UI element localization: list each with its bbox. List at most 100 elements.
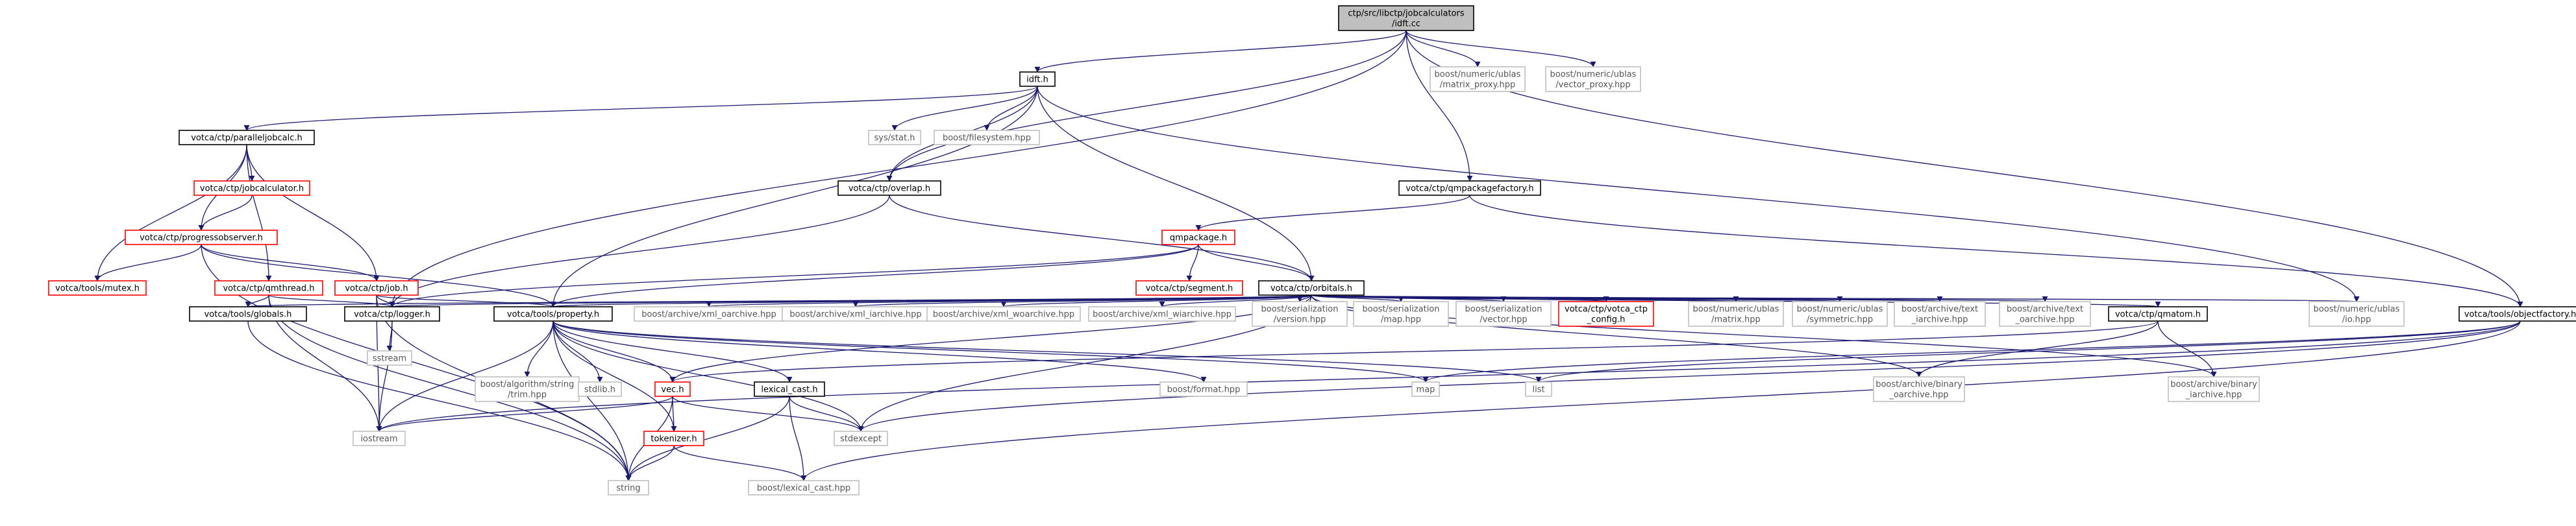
dependency-edge-root-to-ublas_matrix_proxy — [1406, 30, 1481, 67]
node-orbitals[interactable]: votca/ctp/orbitals.h — [1258, 280, 1365, 296]
dependency-edge-globals-to-string — [247, 320, 632, 481]
node-text-oarchive[interactable]: boost/archive/text_oarchive.hpp — [1999, 301, 2091, 327]
node-box — [493, 306, 613, 322]
dependency-edge-paralleljobcalc-to-job — [246, 144, 380, 281]
node-box — [1894, 301, 1986, 327]
node-ublas-io[interactable]: boost/numeric/ublas/io.hpp — [2309, 301, 2405, 327]
dependency-edge-lexical_cast_h-to-string — [625, 396, 790, 481]
node-mutex[interactable]: votca/tools/mutex.h — [48, 280, 147, 296]
node-job[interactable]: votca/ctp/job.h — [334, 280, 419, 296]
node-binary-oarchive[interactable]: boost/archive/binary_oarchive.hpp — [1873, 376, 1965, 402]
node-string[interactable]: string — [608, 480, 649, 496]
node-iostream[interactable]: iostream — [353, 431, 406, 446]
node-xml-oarchive[interactable]: boost/archive/xml_oarchive.hpp — [634, 306, 784, 322]
node-ublas-symmetric[interactable]: boost/numeric/ublas/symmetric.hpp — [1792, 301, 1888, 327]
node-logger[interactable]: votca/ctp/logger.h — [344, 306, 440, 322]
node-xml-woarchive[interactable]: boost/archive/xml_woarchive.hpp — [926, 306, 1081, 322]
node-xml-wiarchive[interactable]: boost/archive/xml_wiarchive.hpp — [1088, 306, 1236, 322]
node-progressobserver[interactable]: votca/ctp/progressobserver.h — [125, 230, 278, 245]
node-label: boost/numeric/ublas — [1550, 70, 1637, 80]
node-qmatom[interactable]: votca/ctp/qmatom.h — [2108, 306, 2208, 322]
node-idft[interactable]: idft.h — [1019, 71, 1056, 87]
dependency-edge-progressobserver-to-mutex — [94, 244, 202, 281]
node-ublas-matrix[interactable]: boost/numeric/ublas/matrix.hpp — [1688, 301, 1784, 327]
node-label: votca/ctp/job.h — [345, 284, 408, 294]
node-votca-ctp-config[interactable]: votca/ctp/votca_ctp_config.h — [1558, 301, 1654, 327]
node-label: boost/archive/text — [2007, 305, 2083, 315]
node-label: _oarchive.hpp — [1889, 390, 1948, 400]
node-vec[interactable]: vec.h — [654, 381, 691, 397]
node-label: boost/archive/xml_wiarchive.hpp — [1093, 310, 1232, 320]
node-label: iostream — [360, 435, 397, 444]
node-label: ctp/src/libctp/jobcalculators — [1348, 9, 1464, 19]
node-label: /matrix_proxy.hpp — [1440, 80, 1516, 90]
node-binary-iarchive[interactable]: boost/archive/binary_iarchive.hpp — [2168, 376, 2260, 402]
dependency-edge-qmthread-to-string — [268, 294, 632, 481]
node-sysstat[interactable]: sys/stat.h — [868, 130, 921, 145]
node-ser-map[interactable]: boost/serialization/map.hpp — [1353, 301, 1449, 327]
node-property[interactable]: votca/tools/property.h — [493, 306, 613, 322]
node-box — [1398, 180, 1541, 196]
node-label: /idft.cc — [1392, 19, 1420, 29]
dependency-edge-property-to-vec — [552, 320, 676, 383]
node-label: boost/archive/text — [1901, 305, 1978, 315]
node-label: boost/archive/xml_iarchive.hpp — [789, 310, 921, 320]
node-gmpackagefactory[interactable]: votca/ctp/qmpackagefactory.h — [1398, 180, 1541, 196]
dependency-edge-qmthread-to-logger — [268, 294, 395, 307]
node-text-iarchive[interactable]: boost/archive/text_iarchive.hpp — [1894, 301, 1986, 327]
dependency-edge-objectfactory-to-stdexcept — [858, 320, 2521, 432]
node-ublas-vector-proxy[interactable]: boost/numeric/ublas/vector_proxy.hpp — [1545, 66, 1641, 92]
node-globals[interactable]: votca/tools/globals.h — [189, 306, 307, 322]
node-box — [608, 480, 649, 496]
node-segment[interactable]: votca/ctp/segment.h — [1135, 280, 1243, 296]
dependency-edge-root-to-ublas_vector_proxy — [1406, 30, 1596, 67]
node-jobcalculator[interactable]: votca/ctp/jobcalculator.h — [193, 180, 310, 196]
node-list[interactable]: list — [1525, 381, 1552, 397]
node-algorithm-trim[interactable]: boost/algorithm/string/trim.hpp — [475, 376, 580, 402]
dependency-edge-orbitals-to-qmatom — [1311, 294, 2161, 307]
node-box — [926, 306, 1081, 322]
node-lexical-cast-h[interactable]: lexical_cast.h — [754, 381, 825, 397]
node-ser-vector[interactable]: boost/serialization/vector.hpp — [1455, 301, 1552, 327]
node-box — [934, 130, 1040, 145]
node-overlap[interactable]: votca/ctp/overlap.h — [837, 180, 941, 196]
node-box — [578, 381, 622, 397]
node-format[interactable]: boost/format.hpp — [1159, 381, 1248, 397]
dependency-edge-progressobserver-to-job — [201, 244, 380, 281]
node-box — [1455, 301, 1552, 327]
node-stdlib[interactable]: stdlib.h — [578, 381, 622, 397]
node-label: boost/numeric/ublas — [2314, 305, 2400, 315]
node-label: stdexcept — [840, 435, 882, 444]
node-qmthread[interactable]: votca/ctp/qmthread.h — [214, 280, 323, 296]
node-label: tokenizer.h — [650, 435, 697, 444]
dependency-edge-objectfactory-to-iostream — [376, 320, 2521, 432]
node-label: boost/archive/xml_oarchive.hpp — [641, 310, 776, 320]
node-stdexcept[interactable]: stdexcept — [834, 431, 888, 446]
node-objectfactory[interactable]: votca/tools/objectfactory.h — [2458, 306, 2576, 322]
node-lexical-cast-hpp[interactable]: boost/lexical_cast.hpp — [748, 480, 860, 496]
node-box — [1338, 5, 1474, 31]
dependency-edge-tokenizer-to-lexical_cast_hpp — [673, 445, 807, 481]
node-label: boost/filesystem.hpp — [943, 134, 1031, 143]
dependency-edge-progressobserver-to-property — [201, 244, 556, 307]
node-label: votca/ctp/qmpackagefactory.h — [1406, 184, 1533, 194]
dependency-edge-qmpackage-to-segment — [1186, 244, 1199, 281]
node-paralleljobcalc[interactable]: votca/ctp/paralleljobcalc.h — [179, 130, 315, 145]
dependency-edge-orbitals-to-xml_wiarchive — [1159, 294, 1312, 307]
dependency-edge-logger-to-iostream — [376, 320, 393, 432]
node-xml-iarchive[interactable]: boost/archive/xml_iarchive.hpp — [782, 306, 930, 322]
node-filesystem[interactable]: boost/filesystem.hpp — [934, 130, 1040, 145]
node-box — [1159, 381, 1248, 397]
dependency-edge-idft-to-paralleljobcalc — [243, 86, 1038, 131]
node-box — [643, 431, 704, 446]
node-ser-version[interactable]: boost/serialization/version.hpp — [1252, 301, 1348, 327]
node-label: sstream — [373, 354, 406, 364]
dependency-edge-tokenizer-to-string — [625, 445, 675, 481]
node-tokenizer[interactable]: tokenizer.h — [643, 431, 704, 446]
node-root[interactable]: ctp/src/libctp/jobcalculators/idft.cc — [1338, 5, 1474, 31]
node-label: _iarchive.hpp — [1911, 315, 1968, 325]
node-sstream[interactable]: sstream — [367, 350, 412, 366]
node-qmpackage[interactable]: qmpackage.h — [1161, 230, 1235, 245]
node-ublas-matrix-proxy[interactable]: boost/numeric/ublas/matrix_proxy.hpp — [1430, 66, 1526, 92]
node-map[interactable]: map — [1411, 381, 1440, 397]
